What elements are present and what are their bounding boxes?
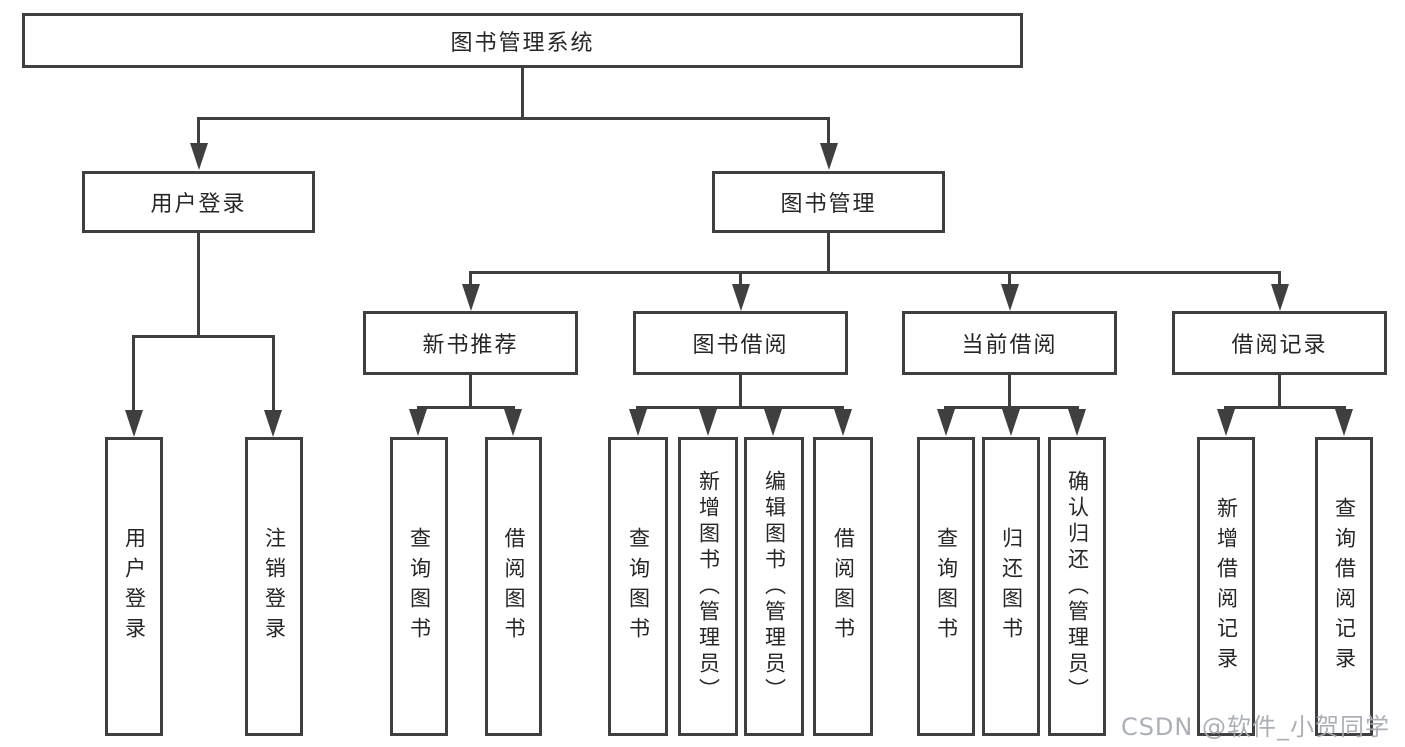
connector-vline [197, 232, 200, 335]
connector-arrowhead [732, 284, 750, 311]
node-user-login: 用户登录 [82, 171, 315, 233]
connector-arrowhead [190, 143, 208, 170]
leaf-label: 查询图书 [407, 526, 432, 647]
connector-hline [1224, 406, 1346, 409]
connector-vline [521, 68, 524, 117]
node-book-management: 图书管理 [712, 171, 945, 233]
node-label: 图书管理 [780, 192, 877, 217]
connector-vline [1008, 271, 1011, 285]
connector-arrowhead [462, 284, 480, 311]
connector-arrowhead [1002, 409, 1020, 436]
connector-arrowhead [1271, 284, 1289, 311]
connector-vline [1278, 271, 1281, 285]
leaf-add-borrow-record: 新增借阅记录 [1197, 437, 1255, 736]
leaf-confirm-return-admin: 确认归还（管理员） [1048, 437, 1106, 736]
connector-arrowhead [629, 409, 647, 436]
connector-arrowhead [125, 410, 143, 437]
connector-vline [827, 232, 830, 271]
leaf-label: 新增借阅记录 [1214, 496, 1239, 677]
leaf-borrow-books-recommend: 借阅图书 [485, 437, 542, 736]
leaf-query-books-current: 查询图书 [917, 437, 975, 736]
node-label: 当前借阅 [961, 333, 1058, 358]
leaf-label: 查询借阅记录 [1332, 496, 1357, 677]
connector-vline [1008, 373, 1011, 407]
leaf-edit-books-admin: 编辑图书（管理员） [744, 437, 804, 736]
leaf-borrow-books: 借阅图书 [813, 437, 873, 736]
node-label: 新书推荐 [422, 333, 519, 358]
connector-arrowhead [1001, 284, 1019, 311]
leaf-label: 借阅图书 [831, 526, 856, 647]
connector-arrowhead [820, 143, 838, 170]
leaf-label: 确认归还（管理员） [1065, 469, 1090, 704]
node-label: 用户登录 [150, 192, 247, 217]
node-label: 图书管理系统 [450, 30, 595, 56]
watermark: CSDN @软件_小贺同学 [1120, 713, 1390, 741]
leaf-query-borrow-record: 查询借阅记录 [1315, 437, 1373, 736]
leaf-label: 编辑图书（管理员） [762, 469, 787, 704]
node-current-borrowing: 当前借阅 [902, 311, 1117, 375]
leaf-add-books-admin: 新增图书（管理员） [678, 437, 738, 736]
node-new-book-recommendation: 新书推荐 [363, 311, 578, 375]
leaf-label: 查询图书 [934, 526, 959, 647]
node-label: 图书借阅 [692, 333, 789, 358]
connector-vline [739, 373, 742, 407]
connector-arrowhead [504, 409, 522, 436]
leaf-label: 查询图书 [626, 526, 651, 647]
node-label: 借阅记录 [1231, 333, 1328, 358]
leaf-return-books: 归还图书 [982, 437, 1040, 736]
connector-arrowhead [409, 409, 427, 436]
connector-vline [132, 335, 135, 412]
leaf-user-login: 用户登录 [105, 437, 163, 736]
node-root: 图书管理系统 [22, 13, 1023, 68]
connector-arrowhead [264, 410, 282, 437]
connector-hline [469, 271, 1281, 274]
connector-hline [636, 406, 844, 409]
connector-vline [469, 373, 472, 407]
connector-arrowhead [1335, 409, 1353, 436]
connector-hline [197, 117, 830, 120]
connector-vline [827, 117, 830, 145]
leaf-logout: 注销登录 [245, 437, 303, 736]
connector-arrowhead [1068, 409, 1086, 436]
connector-arrowhead [1217, 409, 1235, 436]
connector-vline [739, 271, 742, 285]
connector-hline [944, 406, 1079, 409]
connector-vline [1278, 373, 1281, 407]
leaf-label: 用户登录 [122, 526, 147, 647]
connector-hline [132, 335, 275, 338]
leaf-label: 归还图书 [999, 526, 1024, 647]
leaf-label: 借阅图书 [502, 526, 526, 647]
leaf-query-books-recommend: 查询图书 [390, 437, 448, 736]
connector-vline [197, 117, 200, 145]
node-book-borrowing: 图书借阅 [633, 311, 848, 375]
leaf-label: 新增图书（管理员） [696, 469, 721, 704]
connector-vline [272, 335, 275, 412]
leaf-query-books-borrow: 查询图书 [608, 437, 668, 736]
connector-hline [417, 406, 515, 409]
connector-arrowhead [699, 409, 717, 436]
connector-arrowhead [937, 409, 955, 436]
leaf-label: 注销登录 [262, 526, 287, 647]
node-borrowing-records: 借阅记录 [1172, 311, 1387, 375]
connector-arrowhead [834, 409, 852, 436]
connector-arrowhead [764, 409, 782, 436]
connector-vline [469, 271, 472, 285]
